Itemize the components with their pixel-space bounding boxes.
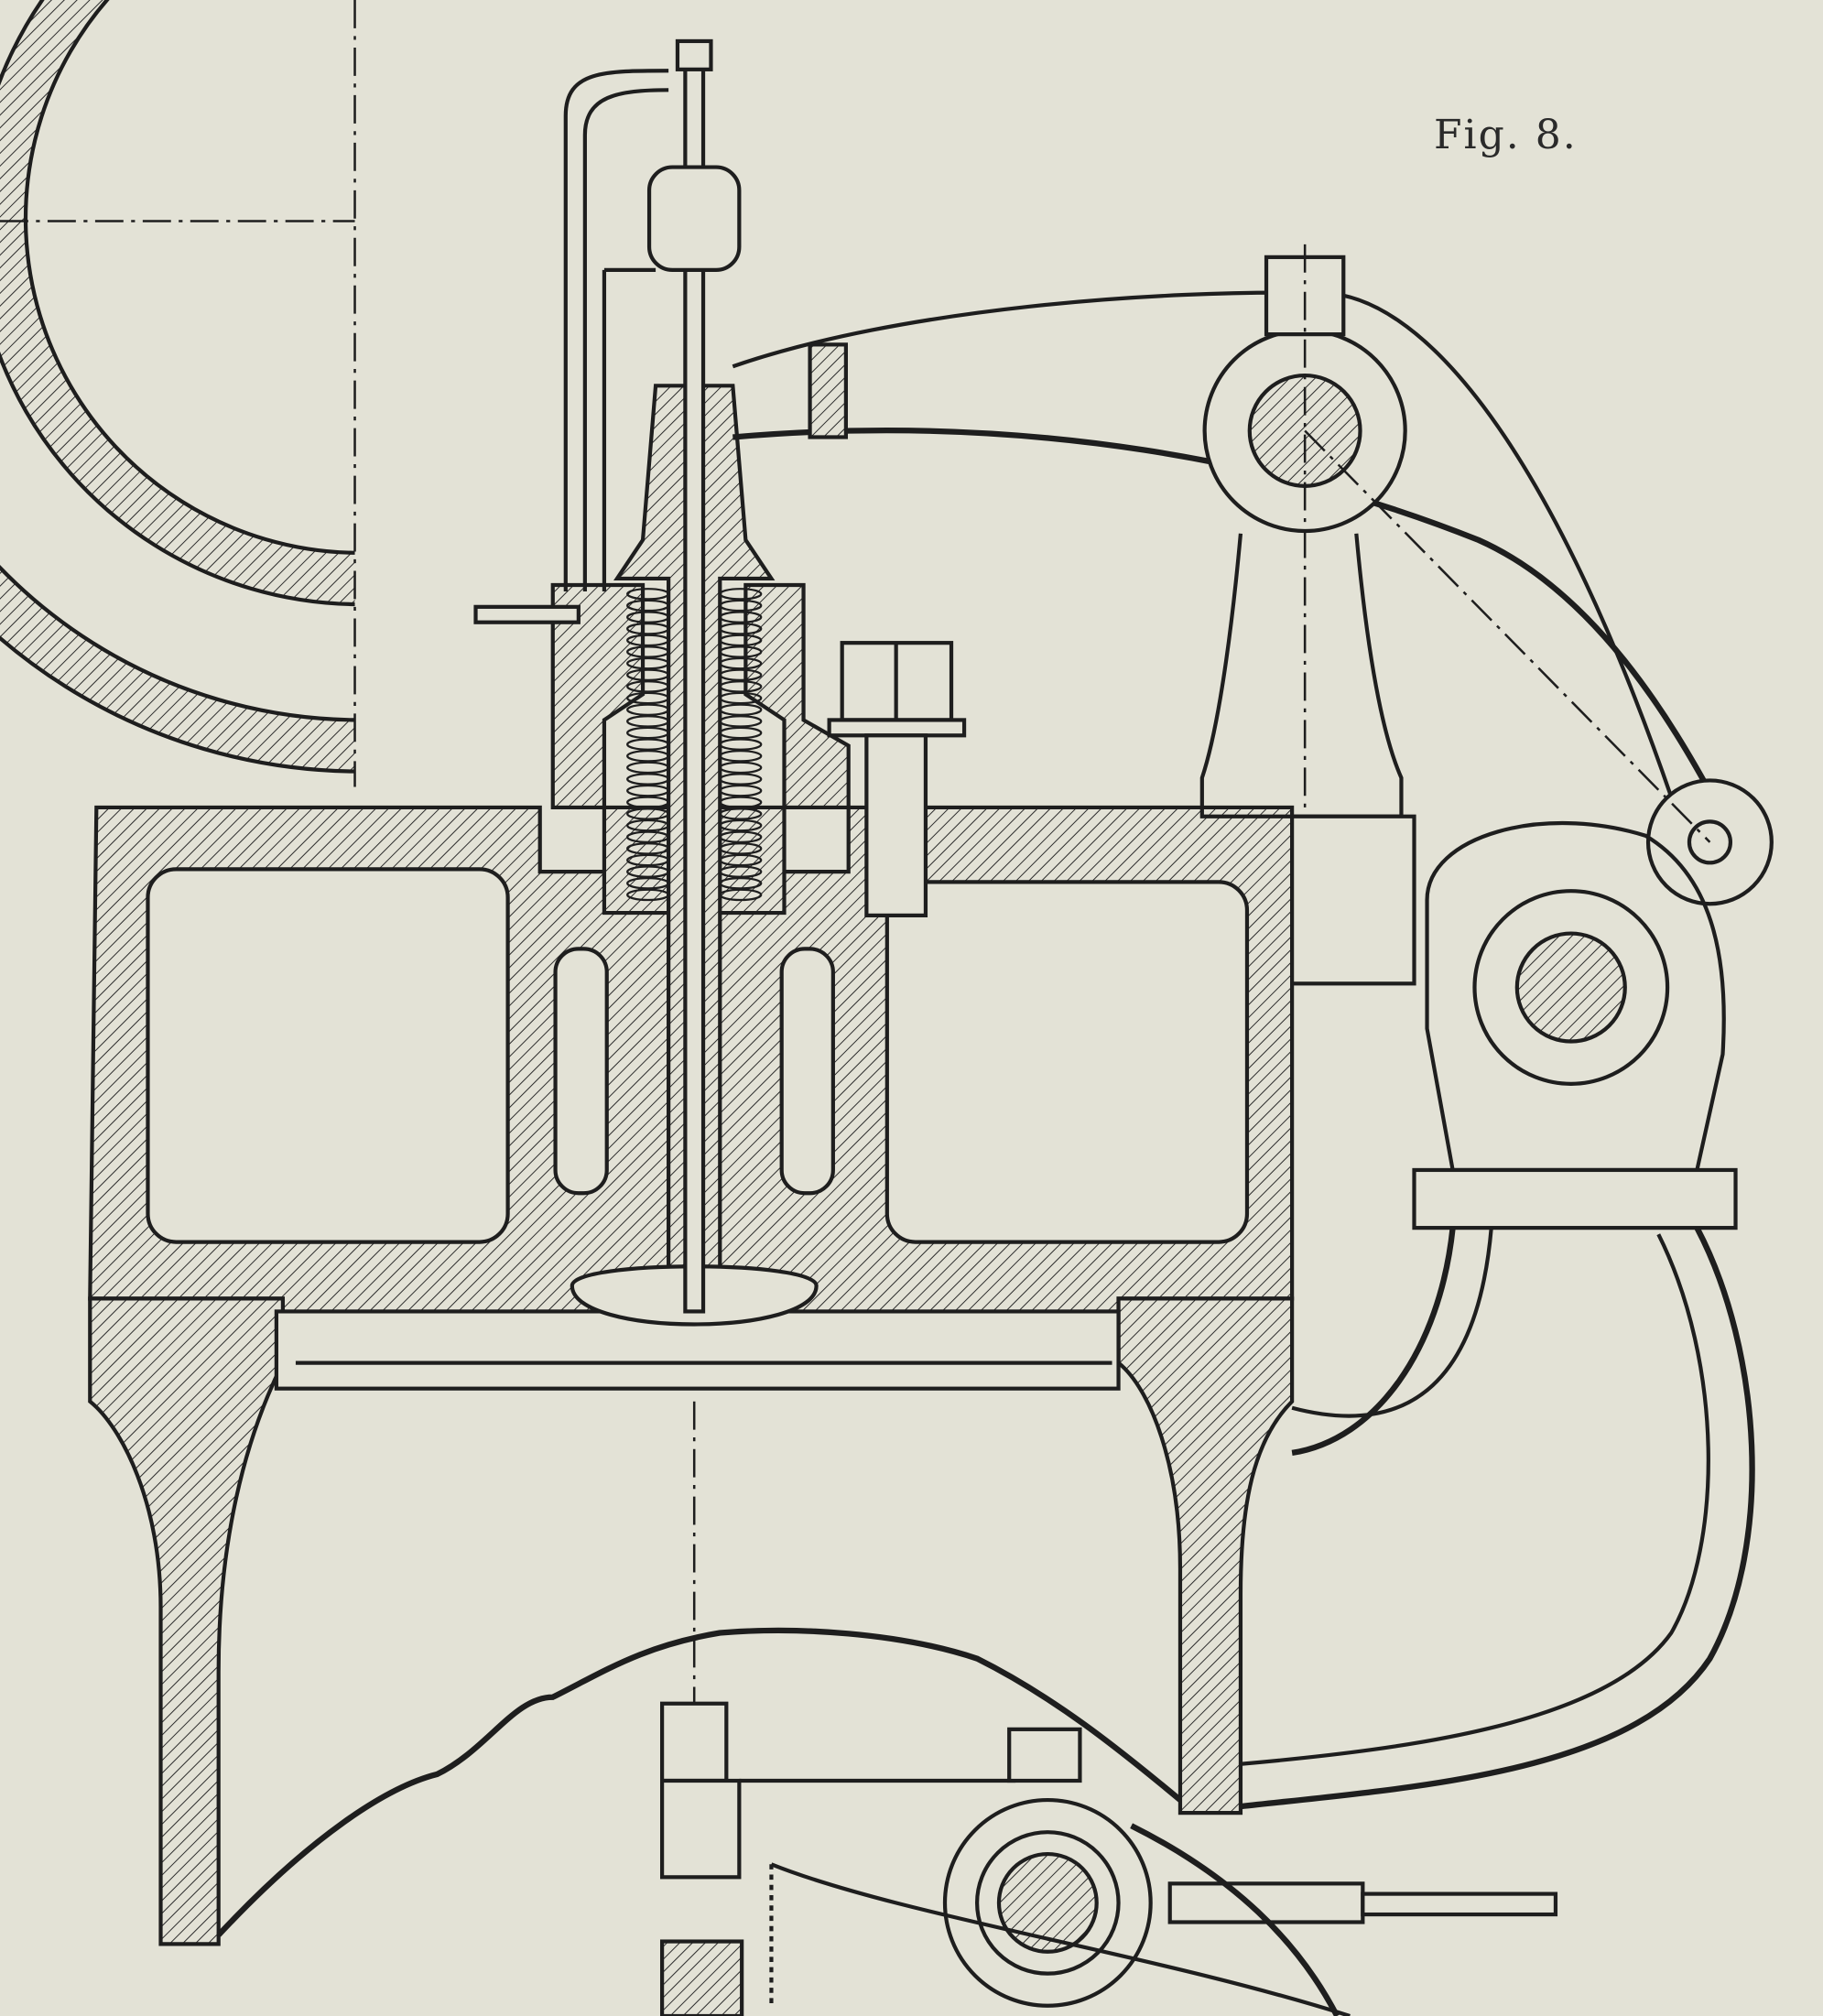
spring-coil [626,773,670,786]
spring-coil [719,634,763,647]
spring-coil [626,691,670,705]
figure-label: Fig. 8. [1434,112,1578,158]
spring-coil [626,599,670,612]
spring-coil [626,842,670,855]
spring-coil [719,830,763,843]
spring-coil [626,830,670,843]
spring-coil [626,622,670,635]
spring-coil [626,588,670,601]
spring-coil [719,703,763,716]
spring-coil [626,680,670,693]
spring-coil [719,877,763,890]
spring-coil [719,784,763,797]
spring-coil [626,796,670,809]
spring-coil [626,784,670,797]
spring-coil [626,656,670,670]
ring-section [0,0,355,774]
spring-coil [626,738,670,751]
spring-coil [626,818,670,832]
spring-coil [626,645,670,658]
spring-coil [626,888,670,902]
spring-coil [719,807,763,820]
spring-coil [626,668,670,682]
spring-coil [626,715,670,728]
spring-coil [719,865,763,878]
spring-coil [719,738,763,751]
spring-coil [719,818,763,832]
spring-coil [626,853,670,867]
spring-coil [626,726,670,740]
left-leg [88,1296,286,1946]
spring-coil [719,680,763,693]
spring-coil [719,726,763,740]
spring-coil [626,634,670,647]
spring-coil [626,611,670,623]
spring-coil [719,668,763,682]
spring-coil [626,807,670,820]
spring-coil [719,761,763,775]
water-jacket-right [884,880,1250,1244]
spring-coil [626,761,670,775]
hold-down-stud [827,641,967,917]
right-leg [1116,1296,1295,1815]
spring-coil [719,888,763,902]
spring-coil [719,853,763,867]
valve-spring-left [626,588,670,902]
valve-assembly [473,38,851,1723]
spring-coil [719,622,763,635]
spring-coil [719,750,763,763]
camshaft [1514,931,1627,1044]
spring-coil [719,611,763,623]
spring-coil [626,865,670,878]
spring-coil [719,599,763,612]
spring-coil [626,750,670,763]
spring-coil [626,703,670,716]
spring-coil [719,796,763,809]
spring-coil [626,877,670,890]
spring-coil [719,656,763,670]
lower-rocker [660,1701,1558,2016]
spring-coil [719,842,763,855]
camshaft-bracket [1240,814,1755,1810]
spring-coil [719,645,763,658]
valve-spring-right [719,588,763,902]
spring-coil [719,588,763,601]
rocker-arm [732,244,1774,978]
water-jacket-left [146,867,510,1244]
spring-coil [719,691,763,705]
spring-coil [719,773,763,786]
break-line [216,1627,1182,1937]
spring-coil [719,715,763,728]
